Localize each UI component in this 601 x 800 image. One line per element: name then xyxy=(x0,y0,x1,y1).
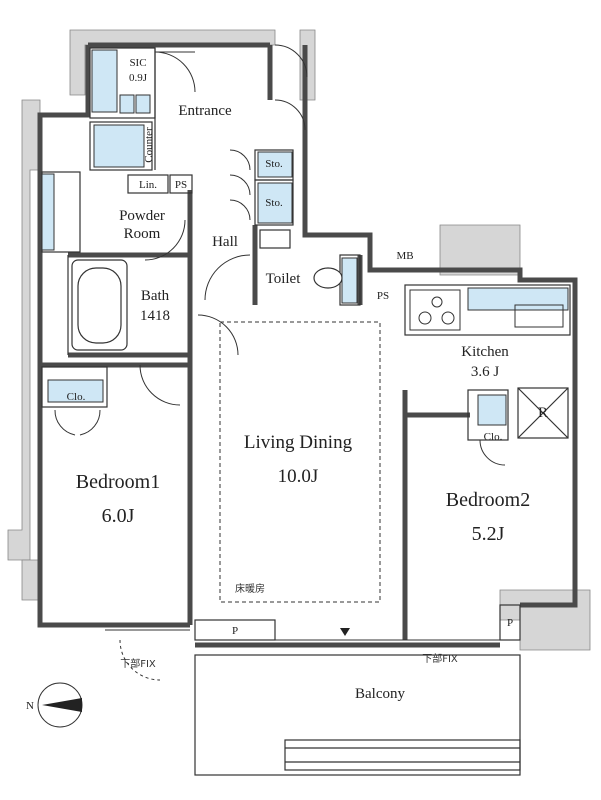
door-swings xyxy=(54,44,506,681)
outer-structure xyxy=(7,29,591,651)
refrigerator-label: R xyxy=(538,405,548,421)
floor-heating-area xyxy=(219,321,381,603)
bath-size: 1418 xyxy=(140,308,170,324)
windows xyxy=(105,629,500,641)
pipe-space-right-label: P xyxy=(507,617,513,629)
pipe-space-left-label: P xyxy=(232,625,238,637)
bedroom1-size: 6.0J xyxy=(102,505,135,527)
closet-bedroom1-label: Clo. xyxy=(67,391,86,403)
storage1-label: Sto. xyxy=(265,158,283,170)
toilet-fixture xyxy=(313,267,343,289)
living-dining-size: 10.0J xyxy=(278,466,319,487)
compass-north-label: N xyxy=(26,700,34,712)
walls xyxy=(37,42,578,648)
toilet-label: Toilet xyxy=(266,271,302,287)
balcony-label: Balcony xyxy=(355,686,405,702)
bedroom1-label: Bedroom1 xyxy=(76,471,160,493)
entry-marker xyxy=(340,628,350,636)
kitchen-size: 3.6 J xyxy=(471,364,500,380)
hall-label: Hall xyxy=(212,234,238,250)
bath-label: Bath xyxy=(141,288,170,304)
sic-label: SIC xyxy=(129,57,146,69)
floor-heating-label: 床暖房 xyxy=(235,582,265,595)
ps-top-label: PS xyxy=(175,179,187,191)
entrance-label: Entrance xyxy=(178,103,232,119)
closet-bedroom2-label: Clo. xyxy=(484,431,503,443)
ps-kitchen-label: PS xyxy=(377,290,389,302)
stove xyxy=(409,289,461,331)
north-arrow xyxy=(37,682,83,728)
living-dining-label: Living Dining xyxy=(244,432,353,453)
interior-lines xyxy=(41,47,571,776)
mb-label: MB xyxy=(396,250,413,262)
bedroom2-label: Bedroom2 xyxy=(446,489,530,511)
fixed-window-right-label: 下部FIX xyxy=(422,652,458,665)
bedroom2-size: 5.2J xyxy=(472,523,505,545)
kitchen-label: Kitchen xyxy=(461,344,509,360)
powder-room-line1: Powder xyxy=(119,208,165,224)
counter-label: Counter xyxy=(143,127,155,163)
storage2-label: Sto. xyxy=(265,197,283,209)
sic-size: 0.9J xyxy=(129,72,148,84)
fixed-window-left-label: 下部FIX xyxy=(120,657,156,670)
powder-room-line2: Room xyxy=(124,226,161,242)
kitchen-sink xyxy=(514,304,564,328)
bathtub xyxy=(71,259,128,351)
linen-label: Lin. xyxy=(139,179,157,191)
